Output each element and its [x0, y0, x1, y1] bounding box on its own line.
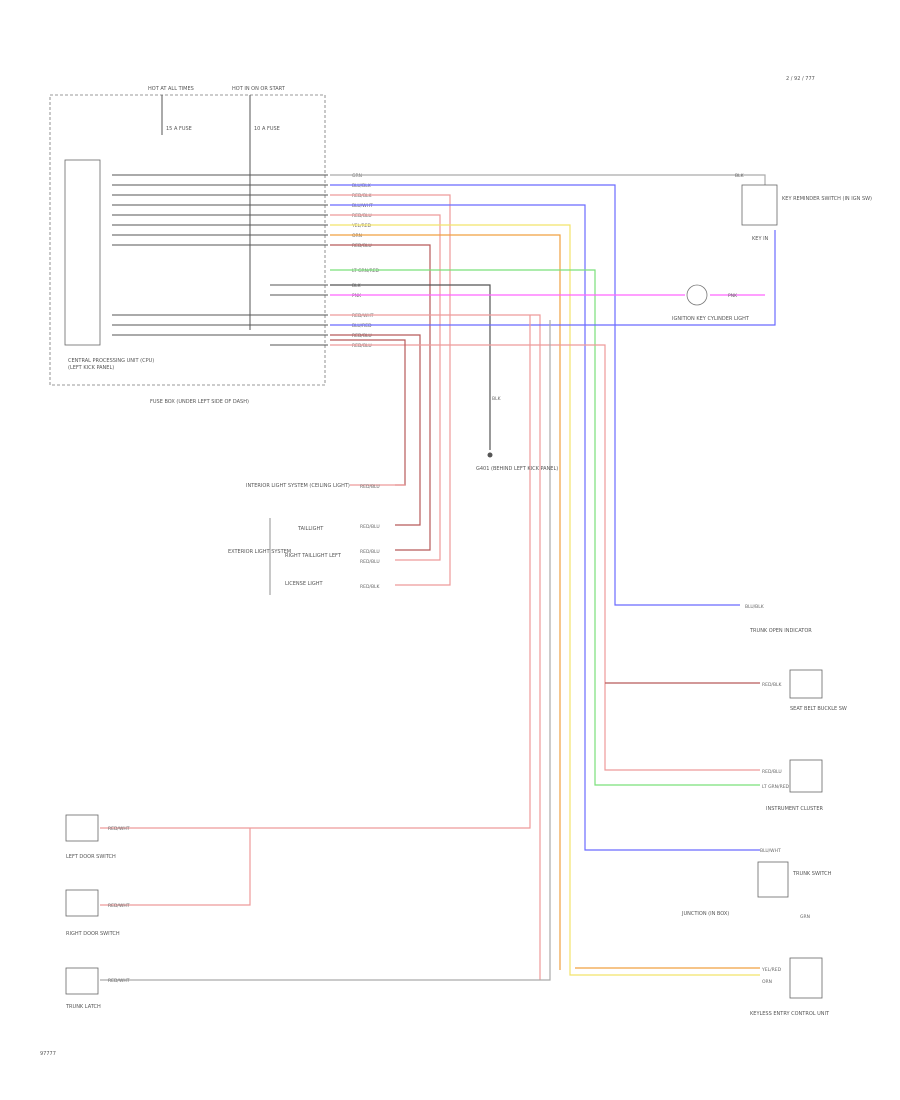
ext-light-label: EXTERIOR LIGHT SYSTEM	[228, 549, 291, 555]
trunk-latch-switch	[65, 967, 99, 995]
svg-text:RED/WHT: RED/WHT	[108, 978, 130, 984]
key-reminder-switch	[741, 184, 778, 226]
fuse-left-label: HOT AT ALL TIMES	[148, 86, 194, 92]
key-wire-label: BLK	[735, 173, 745, 179]
fuse-right-label: HOT IN ON OR START	[232, 86, 286, 92]
svg-text:RED/BLU: RED/BLU	[352, 213, 372, 219]
fuse-box-frame	[49, 94, 326, 386]
key-light-wire-label: PNK	[728, 293, 738, 299]
instrument-label: INSTRUMENT CLUSTER	[766, 806, 824, 812]
svg-text:LT GRN/RED: LT GRN/RED	[352, 268, 380, 274]
svg-text:RED/BLU: RED/BLU	[762, 769, 782, 775]
junction-label: JUNCTION (IN BOX)	[681, 911, 729, 917]
svg-text:RED/BLK: RED/BLK	[762, 682, 783, 688]
svg-text:RED/BLU: RED/BLU	[360, 524, 380, 530]
svg-text:GRN: GRN	[352, 173, 362, 179]
svg-text:BLU/BLK: BLU/BLK	[352, 183, 372, 189]
taillight-label: TAILLIGHT	[297, 526, 324, 532]
svg-text:RED/BLU: RED/BLU	[360, 484, 380, 490]
cpu-block	[64, 159, 101, 346]
trunk-latch-label: TRUNK LATCH	[65, 1004, 101, 1010]
svg-text:ORN: ORN	[352, 233, 362, 239]
svg-text:RED/BLU: RED/BLU	[360, 549, 380, 555]
svg-text:RED/BLU: RED/BLU	[360, 559, 380, 565]
svg-text:RED/WHT: RED/WHT	[352, 313, 374, 319]
svg-text:GRN: GRN	[800, 914, 810, 920]
key-reminder-label: KEY REMINDER SWITCH (IN IGN SW)	[782, 196, 872, 202]
svg-text:RED/BLK: RED/BLK	[360, 584, 381, 590]
key-cylinder-label: IGNITION KEY CYLINDER LIGHT	[672, 316, 750, 322]
seat-belt-label: SEAT BELT BUCKLE SW	[790, 706, 847, 712]
svg-text:RED/BLK: RED/BLK	[352, 193, 373, 199]
svg-text:YEL/RED: YEL/RED	[351, 223, 372, 229]
svg-text:RED/WHT: RED/WHT	[108, 826, 130, 832]
svg-text:BLK: BLK	[352, 283, 362, 289]
interior-light-label: INTERIOR LIGHT SYSTEM (CEILING LIGHT)	[246, 483, 350, 489]
footer-id: 97777	[40, 1051, 56, 1057]
svg-text:YEL/RED: YEL/RED	[761, 967, 782, 973]
cpu-label: CENTRAL PROCESSING UNIT (CPU)	[68, 358, 154, 364]
right-door-label: RIGHT DOOR SWITCH	[66, 931, 120, 937]
svg-text:RED/BLU: RED/BLU	[352, 243, 372, 249]
ground-wire-label: BLK	[492, 396, 502, 402]
svg-text:ORN: ORN	[762, 979, 772, 985]
cpu-internal-wires	[112, 174, 328, 346]
page-id: 2 / 92 / 777	[786, 76, 815, 82]
svg-text:RED/BLU: RED/BLU	[352, 333, 372, 339]
key-in-label: KEY IN	[752, 236, 769, 242]
ground-point-icon	[487, 452, 493, 458]
svg-text:BLU/WHT: BLU/WHT	[352, 203, 373, 209]
colored-wires	[100, 174, 776, 981]
right-door-switch	[65, 889, 99, 917]
right-taillight-label: RIGHT TAILLIGHT LEFT	[285, 553, 342, 559]
trunk-switch-label: TRUNK SWITCH	[792, 871, 832, 877]
trunk-switch-block	[757, 861, 789, 898]
ground-label: G401 (BEHIND LEFT KICK PANEL)	[476, 466, 558, 472]
cpu-location: (LEFT KICK PANEL)	[68, 365, 114, 371]
trunk-indicator-label: TRUNK OPEN INDICATOR	[749, 628, 812, 634]
fuse-box-label: FUSE BOX (UNDER LEFT SIDE OF DASH)	[150, 399, 249, 405]
svg-text:LT GRN/RED: LT GRN/RED	[762, 784, 790, 790]
svg-text:PNK: PNK	[352, 293, 362, 299]
license-label: LICENSE LIGHT	[285, 581, 323, 587]
trunk-ind-wire: BLU/BLK	[745, 604, 765, 610]
keyless-entry-block	[789, 957, 823, 999]
svg-text:RED/WHT: RED/WHT	[108, 903, 130, 909]
left-door-switch	[65, 814, 99, 842]
wire-labels: GRN BLU/BLK RED/BLK BLU/WHT RED/BLU YEL/…	[351, 173, 380, 349]
svg-text:RED/BLU: RED/BLU	[352, 343, 372, 349]
fuse-a-label: 15 A FUSE	[166, 126, 192, 132]
left-door-label: LEFT DOOR SWITCH	[66, 854, 116, 860]
key-cylinder-light	[686, 284, 708, 306]
instrument-block	[789, 759, 823, 793]
keyless-entry-label: KEYLESS ENTRY CONTROL UNIT	[750, 1011, 830, 1017]
fuse-b-label: 10 A FUSE	[254, 126, 280, 132]
svg-text:BLU/WHT: BLU/WHT	[760, 848, 781, 854]
svg-text:BLU/RED: BLU/RED	[352, 323, 372, 329]
seat-belt-block	[789, 669, 823, 699]
